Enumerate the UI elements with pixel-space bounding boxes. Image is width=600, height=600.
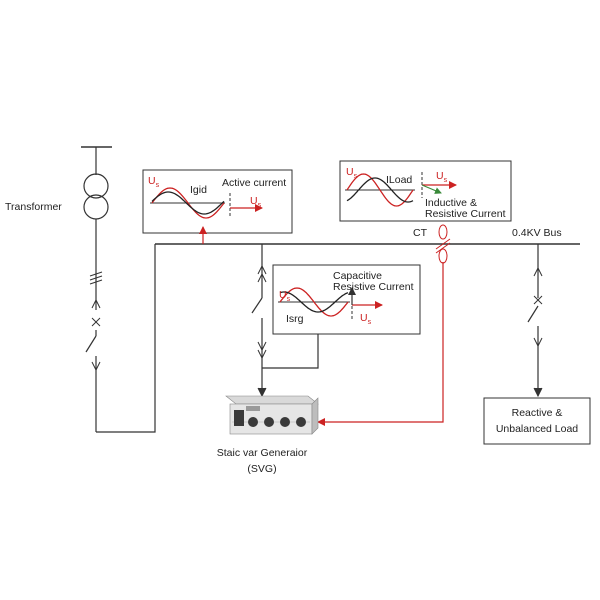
- transformer-label: Transformer: [5, 201, 62, 213]
- svg-us-label: Us: [279, 289, 291, 303]
- load-current-box: Us ILoad Us Inductive & Resistive Curren…: [339, 160, 512, 222]
- load-us-label: Us: [346, 166, 358, 180]
- svg-box-title-line1: Capacitive: [333, 270, 382, 282]
- svg-us2-label: Us: [360, 312, 372, 326]
- load-label-line1: Reactive &: [512, 407, 563, 419]
- grid-current-box: Us Igid Active current Us: [142, 169, 293, 234]
- svg-device-image: [225, 395, 319, 435]
- grid-current-wave: [151, 191, 225, 215]
- load-label-line2: Unbalanced Load: [496, 423, 578, 435]
- svg-box-output-line: [262, 334, 319, 369]
- transformer-branch: [81, 146, 156, 433]
- ct-signal-line: [317, 262, 444, 426]
- svg-branch: [251, 244, 267, 398]
- load-phasor-current-arrow: [421, 184, 442, 194]
- svg-box-title-line2: Resistive Current: [333, 281, 414, 293]
- svg-device-label-line2: (SVG): [247, 463, 276, 475]
- grid-box-title: Active current: [222, 177, 286, 189]
- load-box-title-line2: Resistive Current: [425, 208, 506, 220]
- svg-current-box: Us Isrg Capacitive Resistive Current Us: [272, 264, 421, 335]
- ct-label: CT: [413, 227, 428, 239]
- load-voltage-wave: [346, 173, 414, 207]
- bus-label: 0.4KV Bus: [512, 227, 562, 239]
- load-box-title-line1: Inductive &: [425, 197, 477, 209]
- load-box: [483, 397, 591, 445]
- svg-voltage-wave: [279, 287, 349, 317]
- grid-us-label: Us: [148, 175, 160, 189]
- load-branch: [527, 244, 543, 398]
- grid-voltage-wave: [151, 187, 225, 219]
- svg-device-label-line1: Staic var Generaior: [217, 447, 308, 459]
- load-current-label: ILoad: [386, 174, 412, 186]
- grid-us2-label: Us: [250, 195, 262, 209]
- svg-current-wave: [279, 291, 349, 313]
- load-current-wave: [346, 177, 414, 203]
- svg-current-label: Isrg: [286, 313, 304, 325]
- grid-current-label: Igid: [190, 184, 207, 196]
- transformer-symbol: [83, 173, 109, 220]
- load-us2-label: Us: [436, 170, 448, 184]
